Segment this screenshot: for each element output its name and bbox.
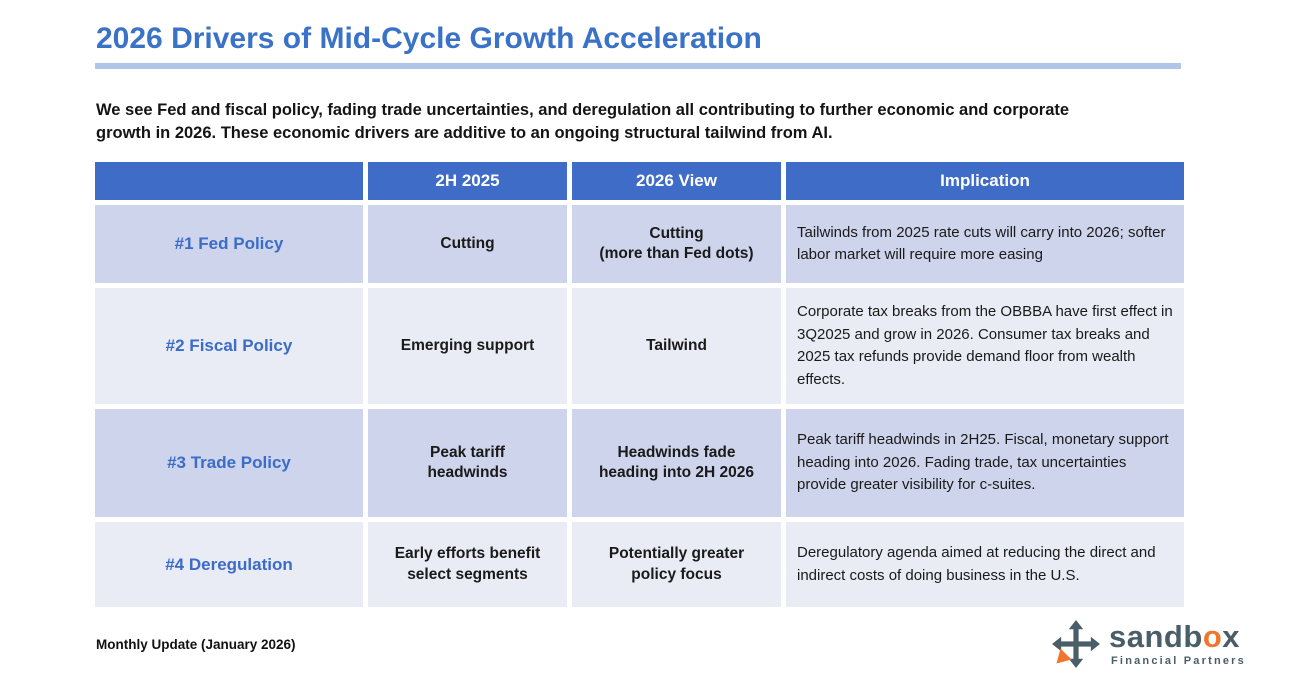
cell-fiscal-2026-view: Tailwind	[572, 288, 781, 404]
cell-fiscal-2h2025: Emerging support	[368, 288, 567, 404]
table-header-implication: Implication	[786, 162, 1184, 200]
table-header-2026-view: 2026 View	[572, 162, 781, 200]
drivers-table: 2H 2025 2026 View Implication #1 Fed Pol…	[95, 162, 1184, 607]
sandbox-logo: sandbox Financial Partners	[1052, 620, 1246, 668]
title-divider	[95, 63, 1181, 69]
cell-dereg-implication: Deregulatory agenda aimed at reducing th…	[786, 522, 1184, 607]
cell-trade-2026-view: Headwinds fade heading into 2H 2026	[572, 409, 781, 517]
page-title: 2026 Drivers of Mid-Cycle Growth Acceler…	[96, 22, 762, 55]
logo-subtext: Financial Partners	[1111, 655, 1246, 667]
logo-wordmark: sandbox	[1109, 619, 1240, 654]
cell-fed-2h2025: Cutting	[368, 205, 567, 283]
cell-trade-2h2025: Peak tariff headwinds	[368, 409, 567, 517]
row-label-fed-policy: #1 Fed Policy	[95, 205, 363, 283]
cell-fiscal-implication: Corporate tax breaks from the OBBBA have…	[786, 288, 1184, 404]
slide-subtitle: We see Fed and fiscal policy, fading tra…	[96, 101, 1070, 142]
logo-text-block: sandbox Financial Partners	[1109, 621, 1246, 667]
cell-trade-implication: Peak tariff headwinds in 2H25. Fiscal, m…	[786, 409, 1184, 517]
table-header-2h2025: 2H 2025	[368, 162, 567, 200]
table-header-blank	[95, 162, 363, 200]
row-label-trade-policy: #3 Trade Policy	[95, 409, 363, 517]
row-label-deregulation: #4 Deregulation	[95, 522, 363, 607]
row-label-fiscal-policy: #2 Fiscal Policy	[95, 288, 363, 404]
footer-note: Monthly Update (January 2026)	[96, 637, 296, 652]
cell-fed-implication: Tailwinds from 2025 rate cuts will carry…	[786, 205, 1184, 283]
cell-dereg-2h2025: Early efforts benefit select segments	[368, 522, 567, 607]
move-arrows-icon	[1052, 620, 1101, 668]
cell-dereg-2026-view: Potentially greater policy focus	[572, 522, 781, 607]
cell-fed-2026-view: Cutting (more than Fed dots)	[572, 205, 781, 283]
